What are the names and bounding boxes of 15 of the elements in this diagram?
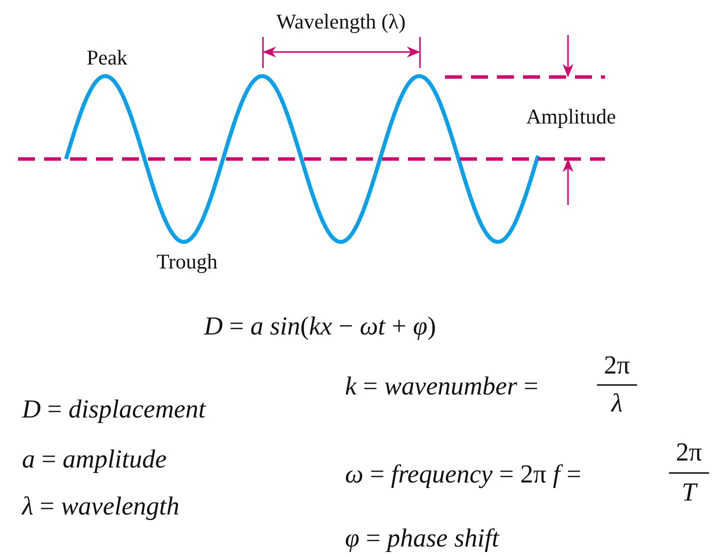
dimension-label: Wavelength (λ) [276, 10, 406, 34]
equation: ω = frequency = 2π f = [345, 460, 582, 490]
wave-label: Trough [156, 250, 218, 274]
fraction-denominator: λ [611, 390, 623, 418]
equation: D = displacement [22, 396, 206, 424]
equation: k = wavenumber = [345, 372, 538, 402]
equation: φ = phase shift [345, 524, 500, 554]
fraction-numerator: 2π [676, 438, 702, 468]
dimension-label: Amplitude [526, 105, 616, 129]
equation: D = a sin(kx − ωt + φ) [204, 312, 436, 342]
fraction-denominator: T [682, 478, 696, 508]
equation: λ = wavelength [22, 492, 180, 522]
fraction-numerator: 2π [604, 352, 630, 380]
equation: a = amplitude [22, 446, 167, 474]
wave-label: Peak [86, 46, 128, 70]
